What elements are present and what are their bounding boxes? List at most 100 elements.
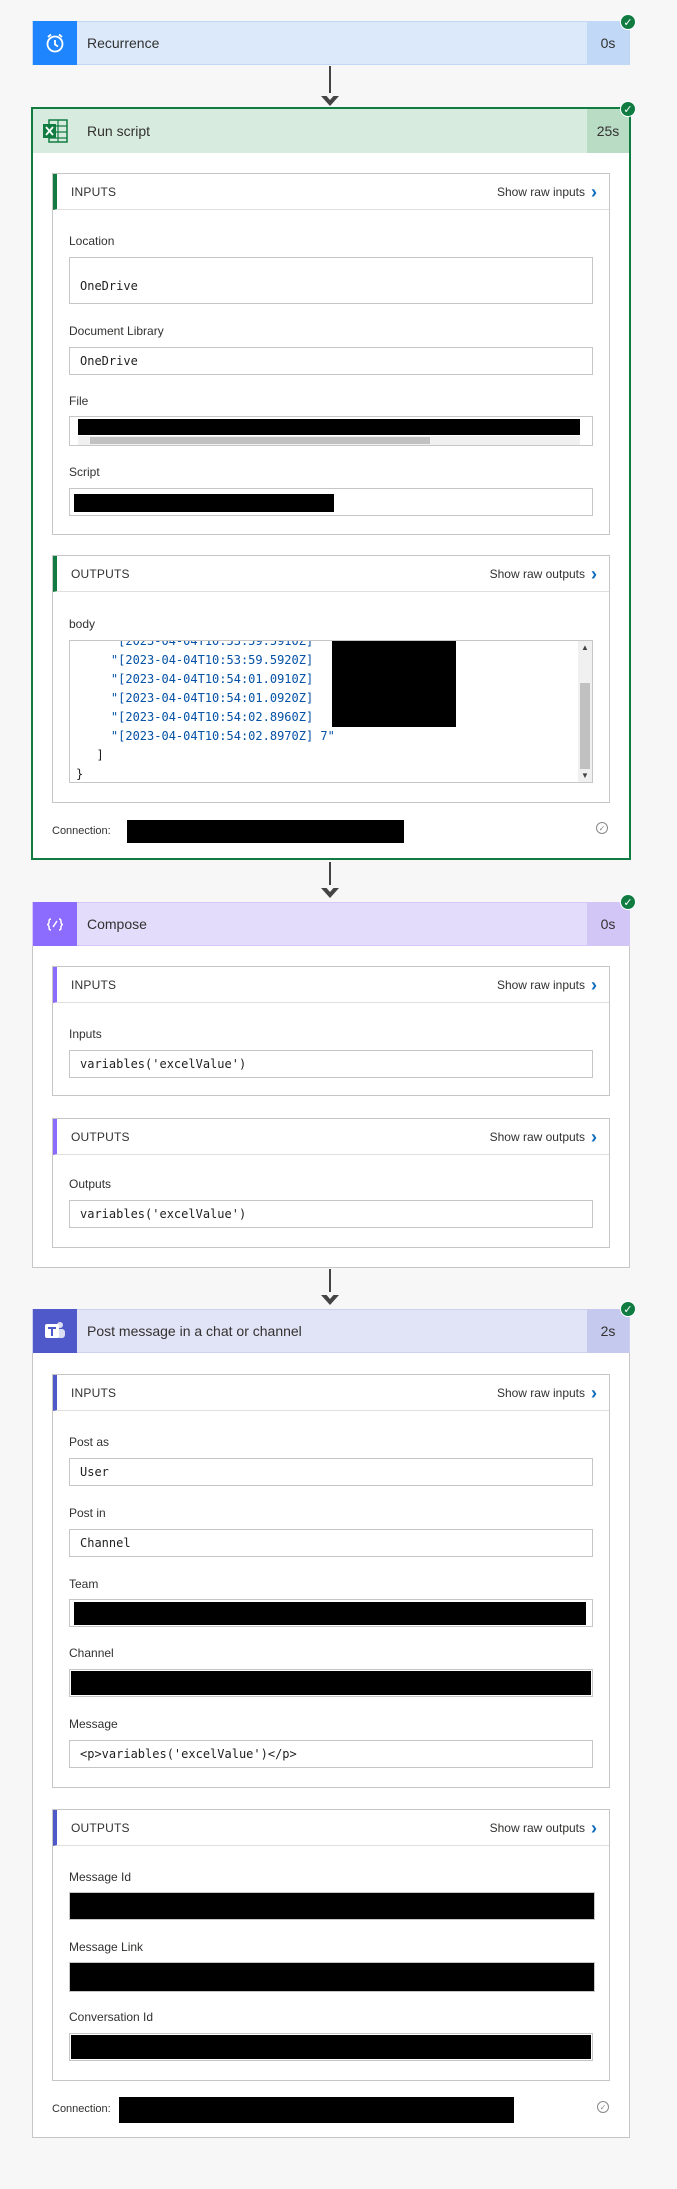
chevron-right-icon: ›: [591, 563, 597, 584]
connection-label: Connection:: [52, 2103, 111, 2115]
redacted-connection: [119, 2097, 514, 2123]
show-raw-inputs-label: Show raw inputs: [496, 1385, 585, 1400]
success-check-icon: ✓: [620, 14, 636, 30]
message-field[interactable]: <p>variables('excelValue')</p>: [69, 1740, 593, 1768]
document-library-field[interactable]: OneDrive: [69, 347, 593, 375]
conversation-id-label: Conversation Id: [69, 2010, 154, 2024]
connector-line: [329, 1269, 331, 1301]
location-label: Location: [69, 234, 115, 248]
conversation-id-field[interactable]: [69, 2033, 593, 2061]
redacted-channel-value: [71, 1671, 591, 1695]
body-line: "[2023-04-04T10:54:01.0910Z]: [82, 672, 314, 686]
channel-label: Channel: [69, 1646, 114, 1660]
redacted-message-id: [70, 1893, 594, 1919]
compose-outputs-field[interactable]: variables('excelValue'): [69, 1200, 593, 1228]
show-raw-inputs-link[interactable]: Show raw inputs ›: [497, 183, 597, 201]
show-raw-outputs-link[interactable]: Show raw outputs ›: [490, 1819, 597, 1837]
show-raw-inputs-link[interactable]: Show raw inputs ›: [497, 976, 597, 994]
success-check-icon: ✓: [620, 101, 636, 117]
run-script-duration: 25s: [587, 109, 629, 153]
connector-line: [329, 862, 331, 894]
compose-step-header[interactable]: Compose 0s: [32, 902, 630, 946]
show-raw-outputs-link[interactable]: Show raw outputs ›: [490, 565, 597, 583]
compose-inputs-field[interactable]: variables('excelValue'): [69, 1050, 593, 1078]
run-script-title: Run script: [87, 123, 151, 139]
recurrence-duration: 0s: [587, 21, 629, 65]
excel-icon: [33, 109, 77, 153]
show-raw-outputs-label: Show raw outputs: [489, 1820, 585, 1835]
show-raw-inputs-link[interactable]: Show raw inputs ›: [497, 1384, 597, 1402]
show-raw-outputs-label: Show raw outputs: [489, 1129, 585, 1144]
scroll-up-icon[interactable]: ▲: [581, 643, 589, 652]
connection-status-icon: ✓: [596, 822, 608, 834]
location-field[interactable]: OneDrive: [69, 257, 593, 304]
body-line: "[2023-04-04T10:54:02.8960Z]: [82, 710, 314, 724]
recurrence-step-header[interactable]: Recurrence 0s: [32, 21, 630, 65]
show-raw-inputs-label: Show raw inputs: [496, 184, 585, 199]
outputs-header: OUTPUTS Show raw outputs ›: [53, 1810, 609, 1846]
inputs-header-label: INPUTS: [71, 977, 117, 992]
message-link-field[interactable]: [69, 1962, 595, 1992]
scrollbar-thumb[interactable]: [90, 437, 430, 444]
connector-arrow-icon: [321, 885, 339, 898]
file-field[interactable]: [69, 416, 593, 446]
inputs-label: Inputs: [69, 1027, 102, 1041]
connection-status-icon: ✓: [597, 2101, 609, 2113]
compose-duration: 0s: [587, 902, 629, 946]
redacted-body-value: [332, 641, 456, 727]
show-raw-inputs-label: Show raw inputs: [496, 977, 585, 992]
post-in-label: Post in: [69, 1506, 106, 1520]
script-label: Script: [69, 465, 100, 479]
body-label: body: [69, 617, 96, 631]
chevron-right-icon: ›: [591, 1126, 597, 1147]
chevron-right-icon: ›: [591, 1817, 597, 1838]
connector-line: [329, 66, 331, 102]
compose-title: Compose: [87, 916, 147, 932]
success-check-icon: ✓: [620, 1301, 636, 1317]
channel-field[interactable]: [69, 1669, 593, 1697]
compose-outputs-section: OUTPUTS Show raw outputs ›: [52, 1118, 610, 1248]
teams-icon: [33, 1309, 77, 1353]
redacted-team-value: [74, 1602, 586, 1625]
alarm-clock-icon: [33, 21, 77, 65]
run-script-step-header[interactable]: Run script 25s: [33, 109, 629, 153]
connector-arrow-icon: [321, 93, 339, 106]
script-field[interactable]: [69, 488, 593, 516]
outputs-header-label: OUTPUTS: [71, 1820, 130, 1835]
body-line: "[2023-04-04T10:53:59.5920Z]: [82, 653, 314, 667]
body-line: "[2023-04-04T10:54:02.8970Z] 7": [82, 729, 335, 743]
inputs-header: INPUTS Show raw inputs ›: [53, 967, 609, 1003]
success-check-icon: ✓: [620, 894, 636, 910]
inputs-header-label: INPUTS: [71, 184, 117, 199]
recurrence-title: Recurrence: [87, 35, 160, 51]
body-line: ]: [82, 748, 104, 762]
scroll-down-icon[interactable]: ▼: [581, 771, 589, 780]
team-label: Team: [69, 1577, 99, 1591]
outputs-label: Outputs: [69, 1177, 112, 1191]
redacted-conversation-id: [71, 2035, 591, 2059]
message-id-label: Message Id: [69, 1870, 132, 1884]
message-id-field[interactable]: [69, 1892, 595, 1920]
body-line: "[2023-04-04T10:53:59.5910Z]: [82, 640, 314, 648]
inputs-header-label: INPUTS: [71, 1385, 117, 1400]
inputs-header: INPUTS Show raw inputs ›: [53, 1375, 609, 1411]
scrollbar-thumb[interactable]: [580, 683, 590, 769]
connector-arrow-icon: [321, 1292, 339, 1305]
vertical-scrollbar[interactable]: ▲ ▼: [578, 641, 592, 782]
post-in-field[interactable]: Channel: [69, 1529, 593, 1557]
post-message-inputs-section: INPUTS Show raw inputs ›: [52, 1374, 610, 1788]
body-output-box[interactable]: "[2023-04-04T10:53:59.5910Z] "[2023-04-0…: [69, 640, 593, 783]
post-as-field[interactable]: User: [69, 1458, 593, 1486]
team-field[interactable]: [69, 1599, 593, 1627]
show-raw-outputs-link[interactable]: Show raw outputs ›: [490, 1128, 597, 1146]
redacted-file-value: [78, 419, 580, 435]
message-link-label: Message Link: [69, 1940, 144, 1954]
redacted-connection: [127, 820, 404, 843]
outputs-header: OUTPUTS Show raw outputs ›: [53, 1119, 609, 1155]
post-message-duration: 2s: [587, 1309, 629, 1353]
message-label: Message: [69, 1717, 118, 1731]
chevron-right-icon: ›: [591, 181, 597, 202]
horizontal-scrollbar[interactable]: [78, 436, 580, 445]
post-message-step-header[interactable]: Post message in a chat or channel 2s: [32, 1309, 630, 1353]
post-message-title: Post message in a chat or channel: [87, 1323, 302, 1339]
